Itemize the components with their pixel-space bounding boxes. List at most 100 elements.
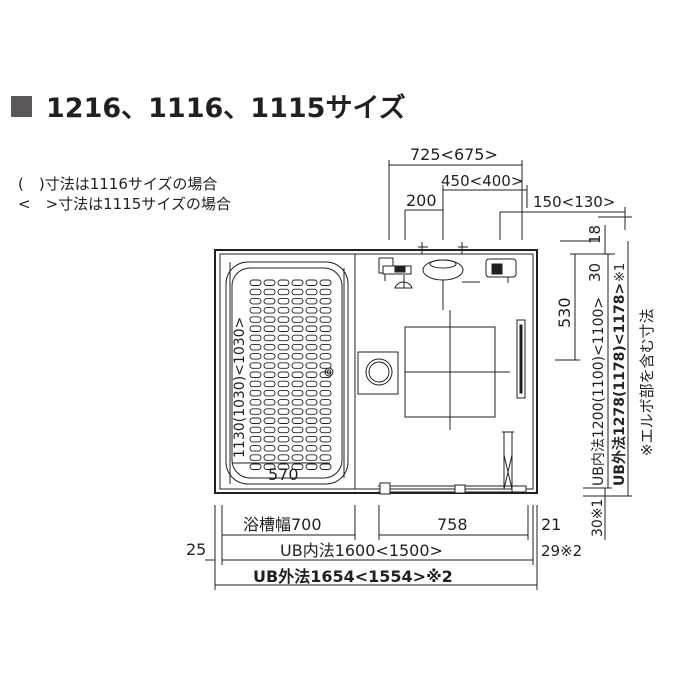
top-dimensions	[388, 160, 626, 240]
tub-slot	[277, 399, 290, 406]
dim-right-530: 530	[555, 297, 574, 328]
tub-slot	[263, 389, 276, 397]
tub-slot	[305, 353, 318, 360]
tub-slot	[249, 399, 262, 406]
legend-angle-note: < >寸法は1115サイズの場合	[18, 195, 231, 213]
tub-slot	[249, 408, 262, 415]
tub-slot	[291, 279, 304, 286]
tub-slot	[263, 297, 276, 305]
tub-slot	[263, 426, 276, 434]
dim-right-note-elbow: ※エルボ部を含む寸法	[638, 308, 656, 456]
tub-slot	[249, 380, 262, 388]
tub-slot	[319, 399, 332, 406]
tub-slot	[305, 288, 318, 296]
tub-slot	[277, 343, 290, 351]
dim-right-note1: ※1	[613, 263, 628, 282]
page-title: 1216、1116、1115サイズ	[46, 92, 406, 124]
tub-slot	[291, 389, 304, 397]
floor-drain-area	[357, 310, 510, 430]
dim-tub-height: 1130(1030)<1030>	[232, 317, 248, 458]
tub-slot	[277, 334, 290, 342]
tub-slot	[291, 380, 304, 388]
tub-slot	[305, 371, 318, 378]
tub-slot	[319, 463, 332, 470]
dim-bottom-30: 30※1	[590, 499, 606, 537]
tub-slot	[291, 426, 304, 434]
tub-slot	[291, 408, 304, 415]
tub-slot	[291, 362, 304, 369]
tub-slot	[277, 445, 290, 452]
tub-slot	[263, 307, 276, 314]
tub-slot	[305, 334, 318, 342]
tub-slot	[319, 279, 332, 286]
legend-paren-note: ( )寸法は1116サイズの場合	[18, 175, 217, 193]
tub-slot	[291, 316, 304, 323]
tub-slot	[249, 435, 262, 443]
tub-slot	[263, 353, 276, 360]
tub-slot	[291, 288, 304, 296]
tub-slot	[305, 454, 318, 461]
tub-slot	[263, 445, 276, 452]
room-outline	[214, 249, 538, 494]
tub-slot	[305, 380, 318, 388]
tub-slot	[263, 454, 276, 461]
dim-tub-width: 570	[268, 465, 299, 484]
tub-slot	[291, 353, 304, 360]
tub-slot	[277, 408, 290, 415]
tub-slot	[319, 288, 332, 296]
dim-top-left: 200	[406, 191, 437, 210]
tub-slot	[263, 343, 276, 351]
dim-bottom-ub-outer: UB外法1654<1554>※2	[253, 567, 453, 586]
tub-slot	[263, 463, 276, 470]
tub-slot	[305, 408, 318, 415]
tub-slot	[249, 426, 262, 434]
tub-slot	[277, 325, 290, 332]
tub-slot	[249, 389, 262, 397]
dim-bottom-21: 21	[541, 515, 561, 534]
tub-slot	[319, 454, 332, 461]
tub-slot	[319, 371, 332, 378]
tub-slot	[249, 297, 262, 305]
tub-slot	[319, 426, 332, 434]
tub-slot	[277, 426, 290, 434]
tub-slot	[291, 297, 304, 305]
tub-slot	[305, 297, 318, 305]
title-square-icon	[11, 96, 32, 117]
tub-slot	[319, 325, 332, 332]
faucet-fixture	[378, 257, 413, 289]
tub-slot	[249, 288, 262, 296]
tub-dimensions	[229, 262, 330, 484]
tub-slot	[277, 435, 290, 443]
tub-slot-grid	[249, 279, 332, 470]
tub-slot	[263, 417, 276, 424]
tub-slot	[277, 463, 290, 470]
tub-slot	[249, 307, 262, 314]
wash-counter	[418, 242, 517, 310]
tub-slot	[277, 371, 290, 378]
tub-slot	[291, 334, 304, 342]
tub-slot	[319, 417, 332, 424]
tub-slot	[263, 371, 276, 378]
tub-slot	[277, 362, 290, 369]
tub-slot	[305, 463, 318, 470]
tub-slot	[263, 399, 276, 406]
tub-slot	[249, 362, 262, 369]
tub-slot	[291, 399, 304, 406]
tub-slot	[291, 371, 304, 378]
dim-right-ub-outer: UB外法1278(1178)<1178>	[611, 283, 628, 486]
dim-top-total: 725<675>	[410, 145, 498, 164]
tub-slot	[263, 316, 276, 323]
tub-slot	[319, 380, 332, 388]
tub-slot	[291, 435, 304, 443]
tub-slot	[263, 408, 276, 415]
tub-slot	[319, 389, 332, 397]
tub-slot	[249, 353, 262, 360]
right-dimensions	[555, 216, 632, 540]
tub-slot	[249, 316, 262, 323]
tub-slot	[277, 279, 290, 286]
tub-slot	[277, 316, 290, 323]
tub-slot	[249, 417, 262, 424]
tub-slot	[277, 389, 290, 397]
tub-slot	[305, 343, 318, 351]
